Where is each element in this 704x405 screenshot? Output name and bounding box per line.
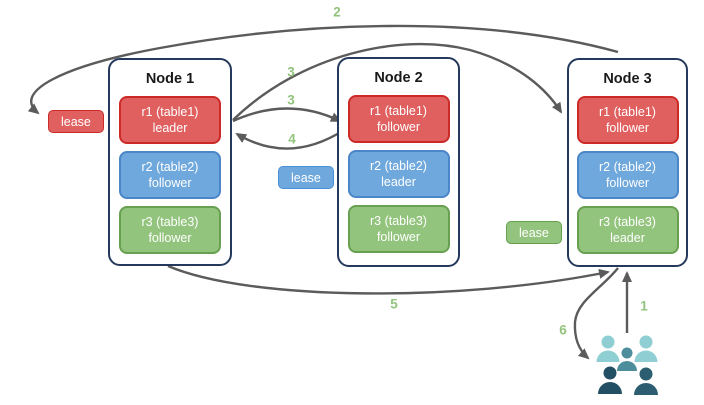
range-name: r1 (table1) xyxy=(141,104,199,119)
node-1: Node 1 r1 (table1) leader r2 (table2) fo… xyxy=(108,58,232,266)
step-label-6: 6 xyxy=(559,322,567,338)
arrow-step-3-to-node2 xyxy=(232,107,342,123)
range-role: leader xyxy=(152,121,188,135)
node3-range-r2: r2 (table2) follower xyxy=(576,151,679,199)
range-name: r3 (table3) xyxy=(370,213,427,228)
range-role: follower xyxy=(148,176,192,190)
node2-range-r3: r3 (table3) follower xyxy=(347,205,450,253)
node2-range-r2: r2 (table2) leader xyxy=(347,150,450,198)
step-label-3b: 3 xyxy=(287,92,295,108)
node-2: Node 2 r1 (table1) follower r2 (table2) … xyxy=(337,57,460,267)
range-name: r2 (table2) xyxy=(370,158,427,173)
node1-range-r3: r3 (table3) follower xyxy=(119,206,221,254)
range-role: follower xyxy=(148,231,192,245)
range-name: r3 (table3) xyxy=(141,214,199,229)
lease-badge-r3: lease xyxy=(506,221,562,244)
range-name: r1 (table1) xyxy=(599,104,656,119)
step-label-3a: 3 xyxy=(287,64,295,80)
node-3: Node 3 r1 (table1) follower r2 (table2) … xyxy=(567,58,688,267)
node2-range-r1: r1 (table1) follower xyxy=(347,95,450,143)
arrow-step-6 xyxy=(573,267,619,360)
step-label-1: 1 xyxy=(640,298,648,314)
arrow-step-5 xyxy=(167,264,610,295)
lease-badge-r2: lease xyxy=(278,166,334,189)
range-role: leader xyxy=(381,175,416,189)
node3-range-r1: r1 (table1) follower xyxy=(576,96,679,144)
range-name: r1 (table1) xyxy=(370,103,427,118)
node-1-title: Node 1 xyxy=(145,71,195,87)
range-role: follower xyxy=(376,230,421,244)
range-role: leader xyxy=(610,231,645,245)
clients-group-icon xyxy=(596,335,658,395)
range-role: follower xyxy=(605,176,650,190)
range-name: r3 (table3) xyxy=(599,214,656,229)
node1-range-r1: r1 (table1) leader xyxy=(119,96,221,144)
node3-range-r3: r3 (table3) leader xyxy=(576,206,679,254)
node1-range-r2: r2 (table2) follower xyxy=(119,151,221,199)
range-role: follower xyxy=(605,121,650,135)
node-2-title: Node 2 xyxy=(374,70,423,86)
node-3-title: Node 3 xyxy=(603,71,652,87)
lease-badge-r1: lease xyxy=(48,110,104,133)
step-label-5: 5 xyxy=(390,296,398,312)
range-name: r2 (table2) xyxy=(141,159,199,174)
step-label-4: 4 xyxy=(288,131,296,147)
step-label-2: 2 xyxy=(333,4,341,20)
range-name: r2 (table2) xyxy=(599,159,656,174)
range-role: follower xyxy=(376,120,421,134)
